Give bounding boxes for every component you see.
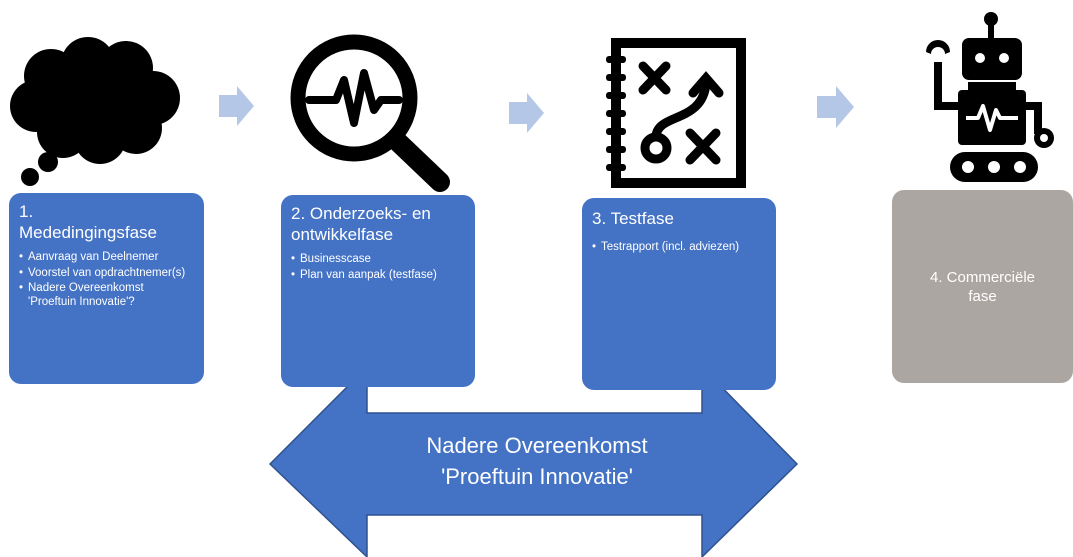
phase-1-box: 1. Mededingingsfase Aanvraag van Deelnem… <box>9 193 204 384</box>
phase-1-items: Aanvraag van Deelnemer Voorstel van opdr… <box>19 251 194 309</box>
phase-3-items: Testrapport (incl. adviezen) <box>592 241 766 255</box>
arrow-3-to-4 <box>817 86 854 128</box>
phase-2-item: Businesscase <box>291 253 465 267</box>
phase-2-title: 2. Onderzoeks- en <box>291 204 431 223</box>
agreement-label-line2: 'Proeftuin Innovatie' <box>441 464 633 489</box>
phase-3-box: 3. Testfase Testrapport (incl. adviezen) <box>582 198 776 390</box>
phase-1-item: Aanvraag van Deelnemer <box>19 251 194 265</box>
phase-1-item: Voorstel van opdrachtnemer(s) <box>19 267 194 281</box>
phase-2-box: 2. Onderzoeks- en ontwikkelfase Business… <box>281 195 475 387</box>
magnifier-pulse-icon <box>290 34 450 192</box>
phase-1-title-number: 1. <box>19 202 34 221</box>
phase-4-title: 4. Commerciële <box>929 268 1036 286</box>
phase-2-title-cont: ontwikkelfase <box>291 225 394 244</box>
phase-3-title: 3. Testfase <box>592 209 674 228</box>
robot-icon <box>926 12 1054 182</box>
phase-3-item: Testrapport (incl. adviezen) <box>592 241 766 255</box>
agreement-label: Nadere Overeenkomst 'Proeftuin Innovatie… <box>372 430 702 492</box>
arrow-2-to-3 <box>509 93 544 133</box>
agreement-label-line1: Nadere Overeenkomst <box>426 433 648 458</box>
phase-2-item: Plan van aanpak (testfase) <box>291 269 465 283</box>
thought-cloud-icon <box>10 37 180 186</box>
phase-2-items: Businesscase Plan van aanpak (testfase) <box>291 253 465 282</box>
strategy-board-icon <box>606 38 746 188</box>
phase-4-box: 4. Commerciële fase <box>892 190 1073 383</box>
phase-1-item: Nadere Overeenkomst 'Proeftuin Innovatie… <box>19 282 194 309</box>
phase-1-title: Mededingingsfase <box>19 223 157 242</box>
phase-4-title-cont: fase <box>968 287 997 305</box>
arrow-1-to-2 <box>219 86 254 126</box>
